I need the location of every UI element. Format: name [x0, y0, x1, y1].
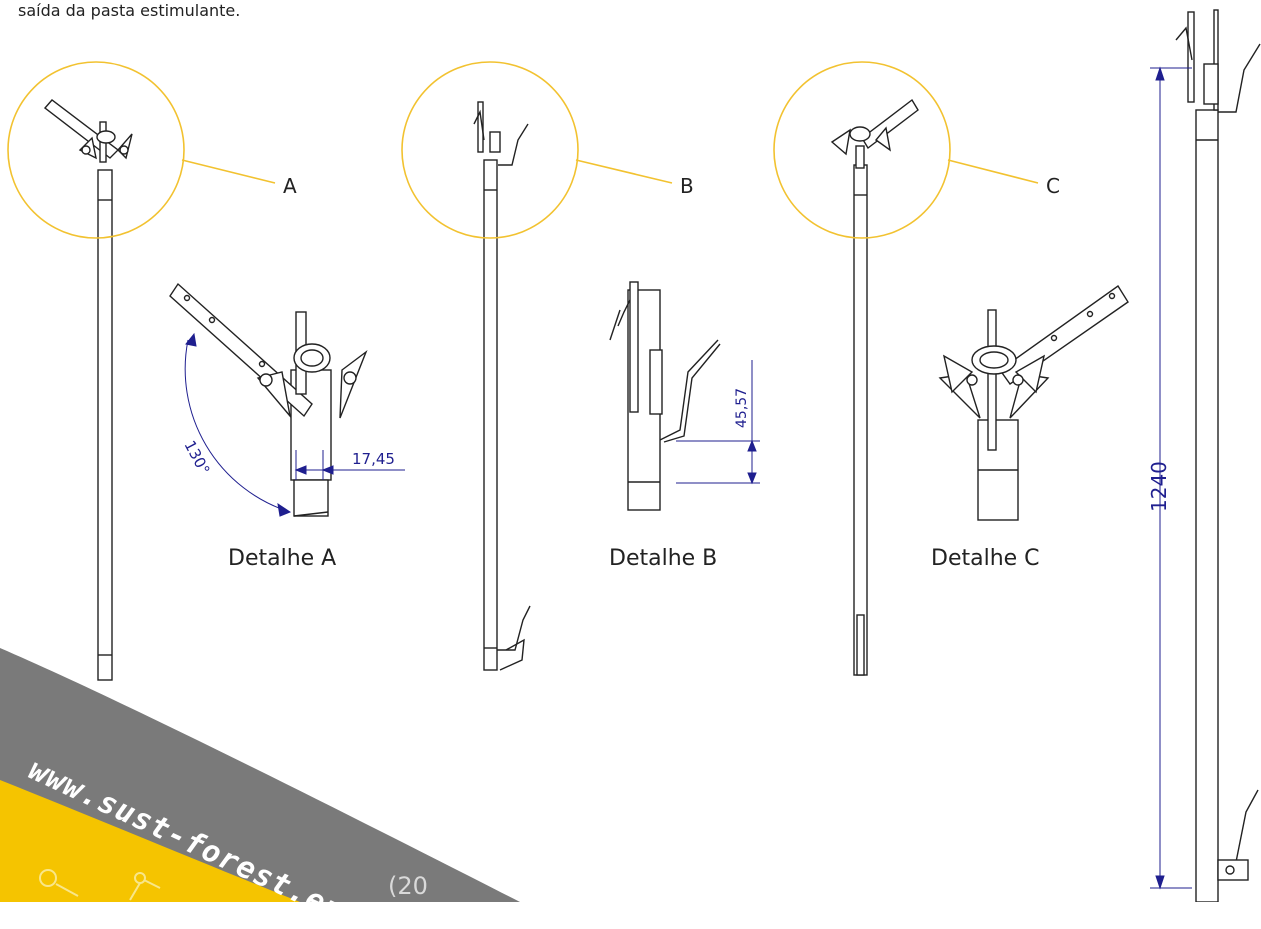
header-text: saída da pasta estimulante.: [18, 1, 241, 20]
tool-b: [473, 101, 531, 671]
detail-c-caption: Detalhe C: [931, 546, 1040, 571]
overall-dimension: [1150, 66, 1192, 890]
angle-arc: [184, 339, 291, 513]
detail-c-drawing: [938, 284, 1129, 521]
tool-b-shaft: [483, 159, 498, 671]
callout-circle-a: [7, 61, 185, 239]
tool-a: [43, 99, 133, 681]
tool-full: [1175, 9, 1261, 902]
tool-c-shaft: [853, 164, 868, 676]
overall-length-label: 1240: [1147, 461, 1171, 512]
detail-a-caption: Detalhe A: [228, 546, 337, 571]
detail-a-angle-label: 130°: [180, 437, 213, 477]
callout-leader-c: [947, 159, 1039, 184]
callout-leader-a: [181, 159, 276, 184]
tool-c: [830, 98, 919, 676]
detail-a-dimensions: [184, 332, 405, 517]
callout-label-b: B: [680, 174, 694, 198]
detail-a-blade: [169, 282, 313, 418]
callout-circle-c: [773, 61, 951, 239]
tool-a-shaft: [97, 169, 113, 681]
detail-a-drawing: [169, 282, 368, 517]
footer-banner: [0, 648, 520, 902]
detail-b-drawing: [609, 281, 721, 511]
detail-b-height-label: 45,57: [734, 388, 750, 428]
technical-drawing: 130° 17,45 45,57: [0, 9, 1261, 902]
faded-footer-text: (20: [388, 872, 428, 900]
detail-b-caption: Detalhe B: [609, 546, 718, 571]
callout-leader-b: [575, 159, 673, 184]
callout-circle-b: [401, 61, 579, 239]
detail-a-width-label: 17,45: [352, 450, 395, 468]
callout-label-a: A: [283, 174, 297, 198]
tool-full-shaft: [1195, 109, 1219, 902]
detail-c-blade: [999, 284, 1129, 385]
detail-b-dimensions: [676, 360, 760, 485]
callout-label-c: C: [1046, 174, 1060, 198]
molecule-icon: [39, 869, 161, 901]
